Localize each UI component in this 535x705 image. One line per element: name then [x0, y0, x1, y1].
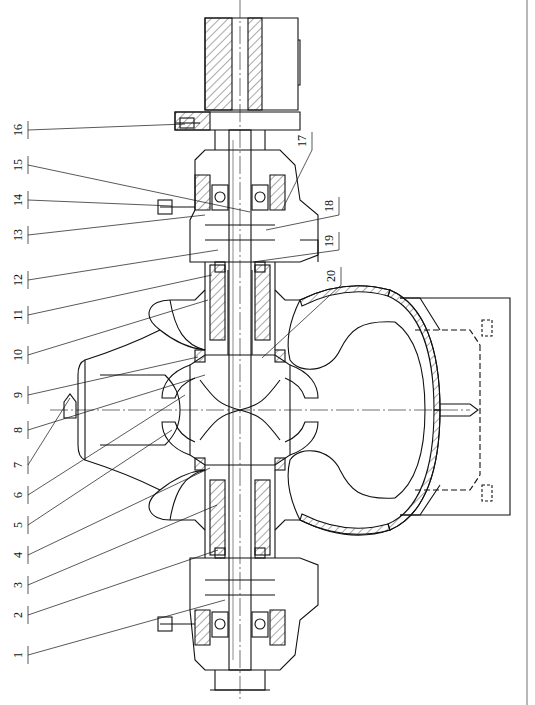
callout-number: 8: [12, 426, 24, 434]
callout-number: 7: [12, 461, 24, 469]
callout-number: 5: [12, 521, 24, 529]
callout-number: 4: [12, 551, 24, 559]
callout-number: 17: [296, 134, 308, 148]
callout-number: 18: [323, 199, 335, 213]
callout-number: 10: [12, 348, 24, 362]
callout-number: 16: [12, 123, 24, 137]
callout-number: 2: [12, 611, 24, 619]
callout-number: 13: [12, 228, 24, 242]
callout-number: 11: [12, 308, 24, 322]
callout-number: 3: [12, 581, 24, 589]
callout-number: 19: [323, 234, 335, 248]
callout-number: 15: [12, 158, 24, 172]
callout-number: 14: [12, 193, 24, 207]
callout-number: 20: [325, 269, 337, 283]
callout-number: 9: [12, 391, 24, 399]
callout-number: 6: [12, 491, 24, 499]
callout-number: 12: [12, 273, 24, 287]
callout-number: 1: [12, 651, 24, 659]
